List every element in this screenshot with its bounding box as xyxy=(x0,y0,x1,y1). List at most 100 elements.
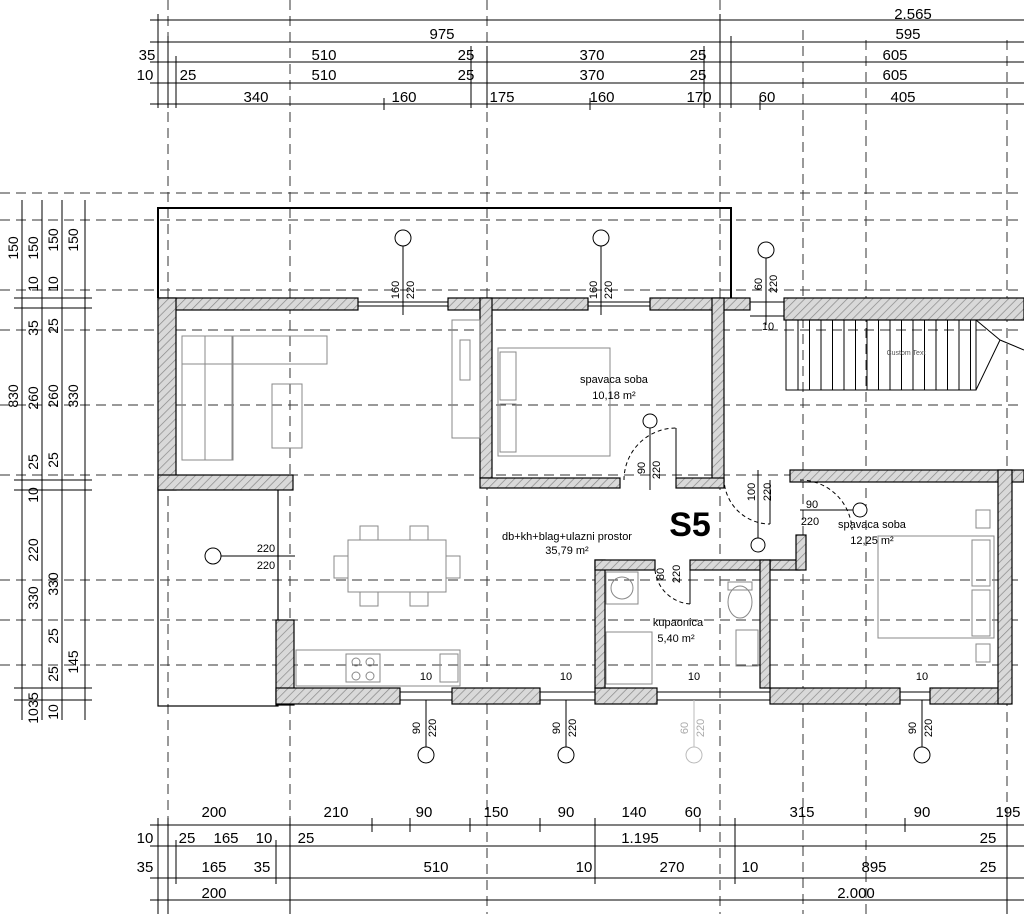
svg-text:895: 895 xyxy=(861,859,886,876)
svg-text:35: 35 xyxy=(139,47,156,64)
dimension-text-bottom: 200 210 90 150 90 140 60 315 90 195 10 2… xyxy=(137,804,1021,902)
svg-text:220: 220 xyxy=(427,719,439,737)
svg-text:175: 175 xyxy=(489,89,514,106)
svg-text:10: 10 xyxy=(45,704,61,720)
svg-text:60: 60 xyxy=(759,89,776,106)
svg-text:260: 260 xyxy=(25,386,41,410)
svg-text:220: 220 xyxy=(651,461,663,479)
room-area: 5,40 m² xyxy=(657,633,695,645)
furniture xyxy=(181,319,995,687)
svg-text:220: 220 xyxy=(923,719,935,737)
svg-text:370: 370 xyxy=(579,47,604,64)
window-marker xyxy=(757,241,775,259)
window-marker xyxy=(685,746,703,764)
svg-text:200: 200 xyxy=(201,804,226,821)
staircase xyxy=(785,319,1024,391)
svg-text:25: 25 xyxy=(458,47,475,64)
svg-text:510: 510 xyxy=(423,859,448,876)
window-marker xyxy=(913,746,931,764)
bed-1 xyxy=(497,347,611,457)
svg-text:25: 25 xyxy=(25,454,41,470)
svg-text:160: 160 xyxy=(391,89,416,106)
svg-text:60: 60 xyxy=(753,278,765,290)
svg-text:595: 595 xyxy=(895,26,920,43)
svg-text:80: 80 xyxy=(655,568,667,580)
opening-labels: 160 220 160 220 60 220 10 90 220 100 220… xyxy=(257,275,935,737)
svg-text:10: 10 xyxy=(762,321,774,333)
room-name: spavaca soba xyxy=(580,374,649,386)
svg-text:10: 10 xyxy=(25,276,41,292)
svg-text:165: 165 xyxy=(201,859,226,876)
svg-text:315: 315 xyxy=(789,804,814,821)
svg-text:150: 150 xyxy=(483,804,508,821)
svg-text:90: 90 xyxy=(411,722,423,734)
svg-text:605: 605 xyxy=(882,67,907,84)
room-area: 10,18 m² xyxy=(592,390,636,402)
sofa xyxy=(181,335,233,461)
svg-text:25: 25 xyxy=(298,830,315,847)
svg-text:25: 25 xyxy=(45,452,61,468)
svg-text:10: 10 xyxy=(560,671,572,683)
svg-text:10: 10 xyxy=(137,830,154,847)
svg-text:165: 165 xyxy=(213,830,238,847)
svg-text:10: 10 xyxy=(916,671,928,683)
svg-text:100: 100 xyxy=(746,483,758,501)
svg-text:10: 10 xyxy=(25,708,41,724)
door-marker xyxy=(642,413,658,429)
door-marker xyxy=(852,502,868,518)
svg-text:210: 210 xyxy=(323,804,348,821)
svg-text:10: 10 xyxy=(256,830,273,847)
svg-text:2.000: 2.000 xyxy=(837,885,875,902)
svg-text:370: 370 xyxy=(579,67,604,84)
svg-text:10: 10 xyxy=(25,487,41,503)
svg-text:25: 25 xyxy=(980,859,997,876)
svg-text:220: 220 xyxy=(25,538,41,562)
room-area: 12,25 m² xyxy=(850,535,894,547)
svg-text:25: 25 xyxy=(45,318,61,334)
svg-text:340: 340 xyxy=(243,89,268,106)
svg-text:90: 90 xyxy=(907,722,919,734)
svg-text:1.195: 1.195 xyxy=(621,830,659,847)
svg-text:510: 510 xyxy=(311,67,336,84)
svg-text:270: 270 xyxy=(659,859,684,876)
sink xyxy=(735,629,759,667)
bed-2 xyxy=(877,535,995,639)
svg-text:220: 220 xyxy=(257,560,275,572)
svg-text:150: 150 xyxy=(65,228,81,252)
svg-text:140: 140 xyxy=(621,804,646,821)
svg-text:220: 220 xyxy=(567,719,579,737)
dimension-lines-top xyxy=(150,14,1024,110)
svg-text:35: 35 xyxy=(254,859,271,876)
svg-text:220: 220 xyxy=(768,275,780,293)
window-marker xyxy=(592,229,610,247)
room-name: db+kh+blag+ulazni prostor xyxy=(502,531,632,543)
svg-text:150: 150 xyxy=(45,228,61,252)
room-area: 35,79 m² xyxy=(545,545,589,557)
svg-text:605: 605 xyxy=(882,47,907,64)
svg-text:25: 25 xyxy=(45,666,61,682)
svg-text:160: 160 xyxy=(390,281,402,299)
svg-text:10: 10 xyxy=(576,859,593,876)
room-name: spavaca soba xyxy=(838,519,907,531)
svg-text:90: 90 xyxy=(806,499,818,511)
room-name: kupaonica xyxy=(653,617,704,629)
svg-text:220: 220 xyxy=(695,719,707,737)
stair-label: Custom Text xyxy=(887,350,926,357)
svg-text:330: 330 xyxy=(45,572,61,596)
svg-text:510: 510 xyxy=(311,47,336,64)
svg-text:195: 195 xyxy=(995,804,1020,821)
svg-text:10: 10 xyxy=(420,671,432,683)
door-swings xyxy=(623,427,853,605)
svg-text:330: 330 xyxy=(25,586,41,610)
kitchen-counter xyxy=(295,649,461,687)
opening-markers xyxy=(204,229,931,764)
room-labels: spavaca soba 10,18 m² db+kh+blag+ulazni … xyxy=(502,350,925,645)
svg-text:10: 10 xyxy=(45,276,61,292)
svg-text:35: 35 xyxy=(25,320,41,336)
svg-text:405: 405 xyxy=(890,89,915,106)
svg-text:150: 150 xyxy=(5,236,21,260)
svg-text:260: 260 xyxy=(45,384,61,408)
svg-text:90: 90 xyxy=(558,804,575,821)
